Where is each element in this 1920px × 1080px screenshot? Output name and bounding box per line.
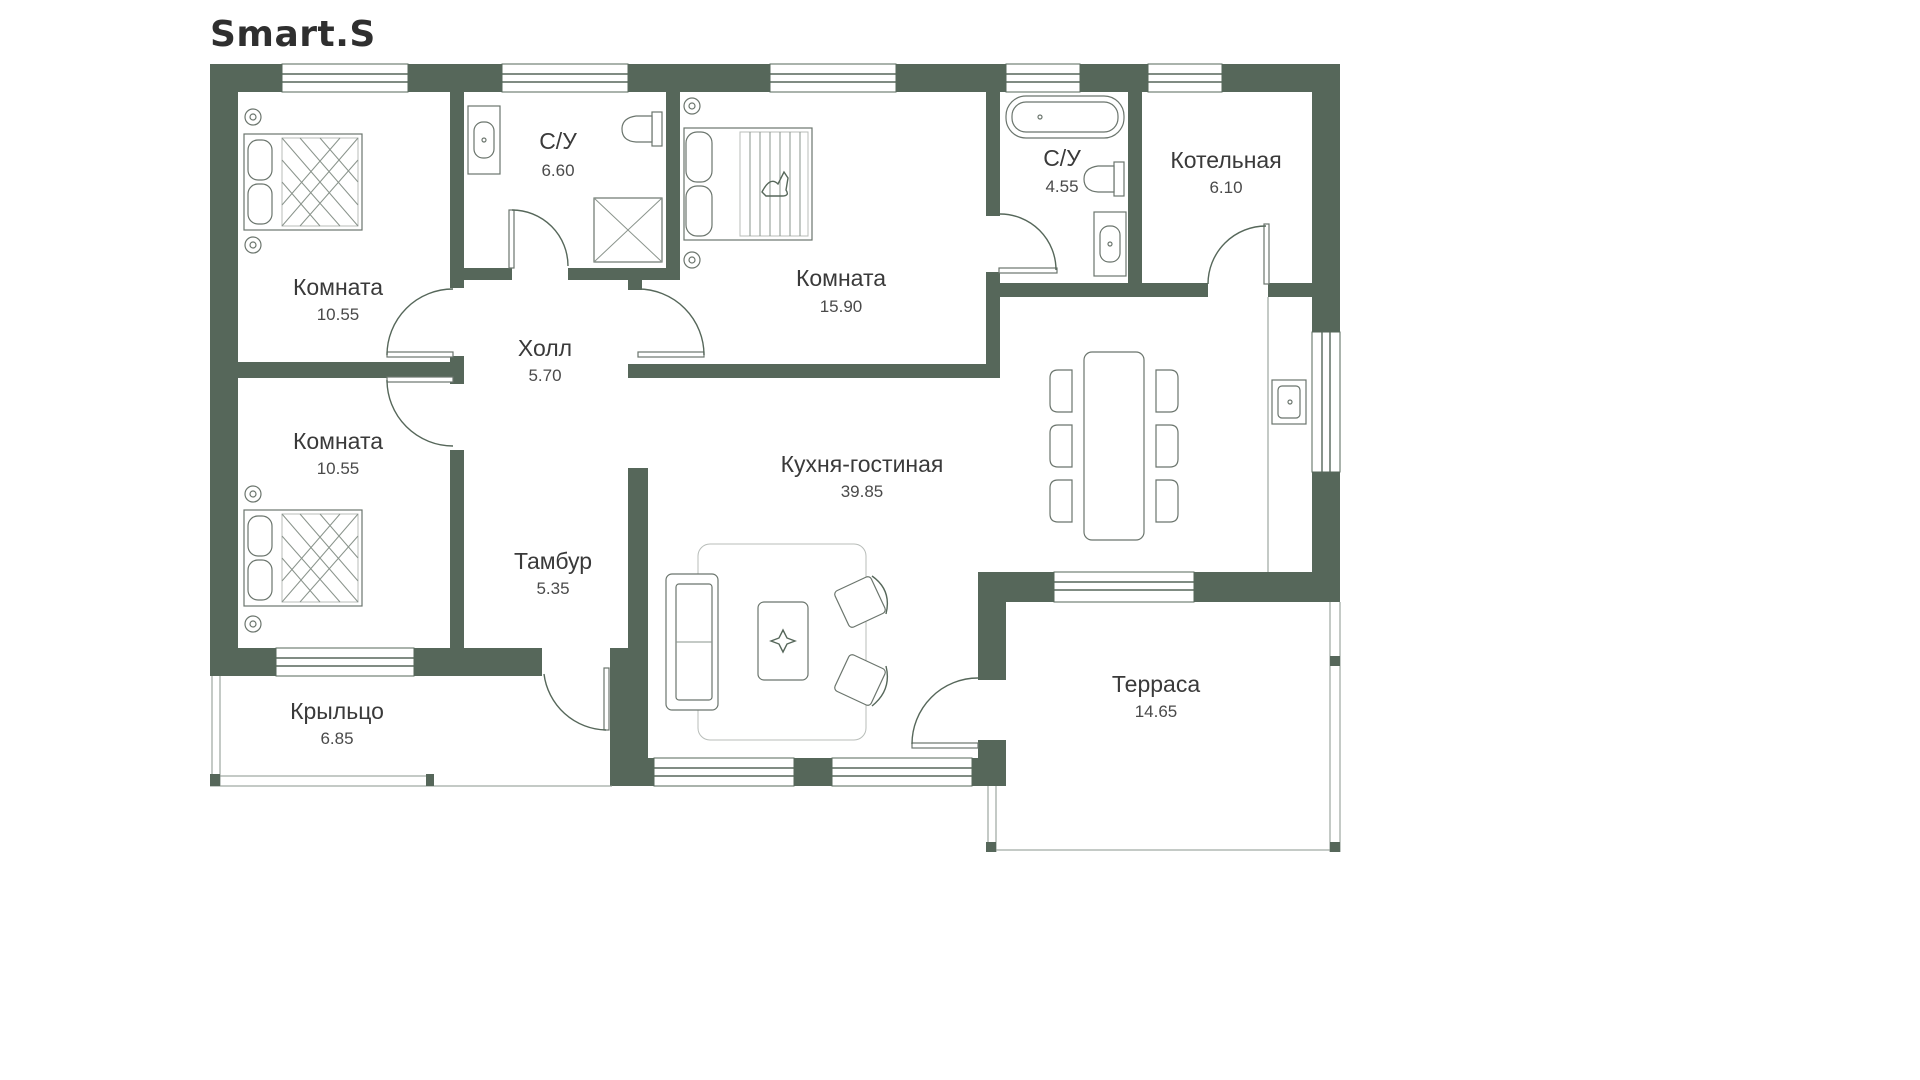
room-labels: Комната 10.55 С/У 6.60 Комната 15.90 С/У… <box>290 128 1282 748</box>
window <box>831 757 973 787</box>
bed-icon <box>243 485 363 633</box>
windows <box>275 63 1341 787</box>
room-area-terrace: 14.65 <box>1135 702 1178 721</box>
chair-icon <box>1049 479 1073 523</box>
door <box>386 376 454 447</box>
window <box>769 63 897 93</box>
porch-outline <box>210 676 612 787</box>
bathtub-icon <box>1005 95 1125 139</box>
sink-icon <box>467 105 501 175</box>
room-area-bath-2: 4.55 <box>1045 177 1078 196</box>
room-area-room-2: 15.90 <box>820 297 863 316</box>
chair-icon <box>1155 369 1179 413</box>
chair-icon <box>1155 479 1179 523</box>
room-area-hall: 5.70 <box>528 366 561 385</box>
room-area-bath-1: 6.60 <box>541 161 574 180</box>
chair-icon <box>1049 369 1073 413</box>
room-name-kitchen: Кухня-гостиная <box>781 451 944 477</box>
window <box>275 647 415 677</box>
terrace-outline <box>986 602 1341 852</box>
door <box>998 213 1058 274</box>
window <box>501 63 629 93</box>
armchair-icon <box>834 575 889 628</box>
window <box>653 757 795 787</box>
floor-plan: Комната 10.55 С/У 6.60 Комната 15.90 С/У… <box>210 63 1341 852</box>
chair-icon <box>1049 424 1073 468</box>
shower-icon <box>593 197 663 263</box>
chair-icon <box>1155 424 1179 468</box>
bed-icon <box>683 97 813 269</box>
door <box>386 288 454 358</box>
window <box>281 63 409 93</box>
armchair-icon <box>834 654 889 707</box>
room-name-porch: Крыльцо <box>290 698 384 724</box>
room-area-room-3: 10.55 <box>317 459 360 478</box>
room-name-room-3: Комната <box>293 428 383 454</box>
room-name-bath-1: С/У <box>539 128 577 154</box>
door <box>508 209 569 269</box>
toilet-icon <box>1083 161 1125 197</box>
doors <box>386 209 1270 749</box>
door <box>911 677 979 749</box>
dining-table-icon <box>1049 351 1179 541</box>
sink-icon <box>1093 211 1127 277</box>
room-name-room-1: Комната <box>293 274 383 300</box>
room-name-vestibule: Тамбур <box>514 548 592 574</box>
room-area-porch: 6.85 <box>320 729 353 748</box>
bed-icon <box>243 108 363 254</box>
coffee-table-icon <box>757 601 809 681</box>
window <box>1053 571 1195 603</box>
plan-title: Smart.S <box>210 14 376 55</box>
kitchen-sink-icon <box>1271 379 1307 425</box>
room-name-room-2: Комната <box>796 265 886 291</box>
room-area-boiler: 6.10 <box>1209 178 1242 197</box>
room-area-room-1: 10.55 <box>317 305 360 324</box>
room-area-kitchen: 39.85 <box>841 482 884 501</box>
room-name-hall: Холл <box>518 335 572 361</box>
room-name-terrace: Терраса <box>1112 671 1200 697</box>
window <box>1147 63 1223 93</box>
sofa-icon <box>665 573 719 711</box>
window <box>1005 63 1081 93</box>
room-name-bath-2: С/У <box>1043 145 1081 171</box>
room-name-boiler: Котельная <box>1170 147 1281 173</box>
door <box>1207 223 1270 285</box>
window <box>1311 331 1341 473</box>
room-area-vestibule: 5.35 <box>536 579 569 598</box>
toilet-icon <box>621 111 663 147</box>
door <box>637 288 705 358</box>
door <box>543 667 610 731</box>
